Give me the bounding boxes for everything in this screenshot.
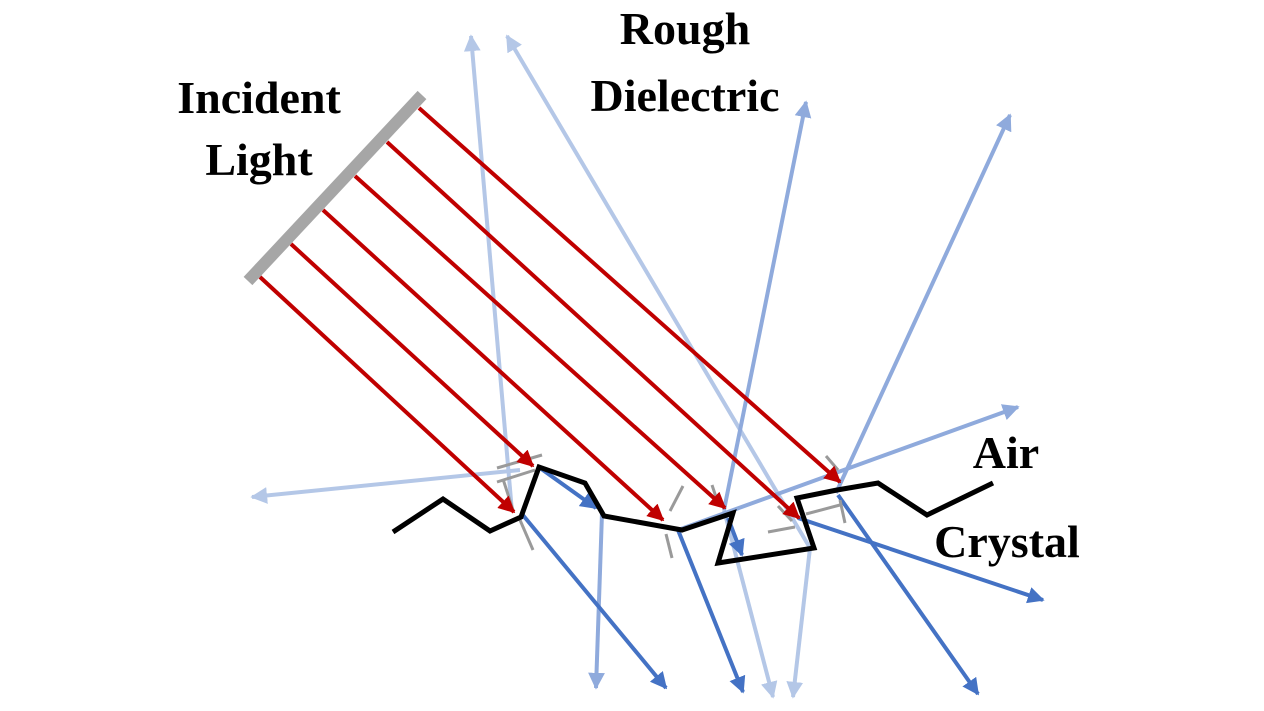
reflected-rays [250, 34, 812, 699]
reflected-ray-9 [588, 512, 605, 690]
incident-ray-3 [321, 208, 665, 522]
rough-dielectric-label-line1: Rough [620, 3, 750, 54]
incident-light-label-line1: Incident [177, 72, 341, 123]
refracted-ray-4 [797, 516, 1045, 604]
reflected-ray-1 [463, 34, 514, 513]
rough-surface-profile [391, 463, 995, 567]
refracted-ray-2 [676, 529, 746, 694]
reflected-rays-strong [588, 100, 1020, 690]
incident-ray-1 [258, 275, 516, 514]
crystal-label: Crystal [934, 516, 1080, 567]
incident-ray-2 [289, 242, 535, 468]
refracted-ray-1 [520, 512, 668, 690]
reflected-ray-5 [722, 509, 778, 699]
rough-dielectric-label-line2: Dielectric [591, 70, 780, 121]
reflected-ray-6 [722, 100, 812, 511]
incident-rays [258, 106, 842, 522]
reflected-ray-8 [677, 404, 1020, 532]
incident-ray-6 [417, 106, 842, 484]
reflected-ray-2 [505, 34, 812, 550]
refracted-ray-5 [538, 466, 598, 510]
air-label: Air [973, 427, 1039, 478]
incident-ray-4 [353, 174, 727, 510]
incident-ray-5 [385, 140, 801, 520]
refracted-ray-3 [836, 493, 980, 696]
reflected-ray-3 [250, 468, 521, 504]
incident-light-label-line2: Light [205, 134, 313, 185]
reflected-ray-7 [834, 113, 1012, 494]
reflected-ray-4 [786, 547, 812, 699]
light-source-bar [243, 90, 427, 286]
refracted-rays [520, 466, 1045, 696]
